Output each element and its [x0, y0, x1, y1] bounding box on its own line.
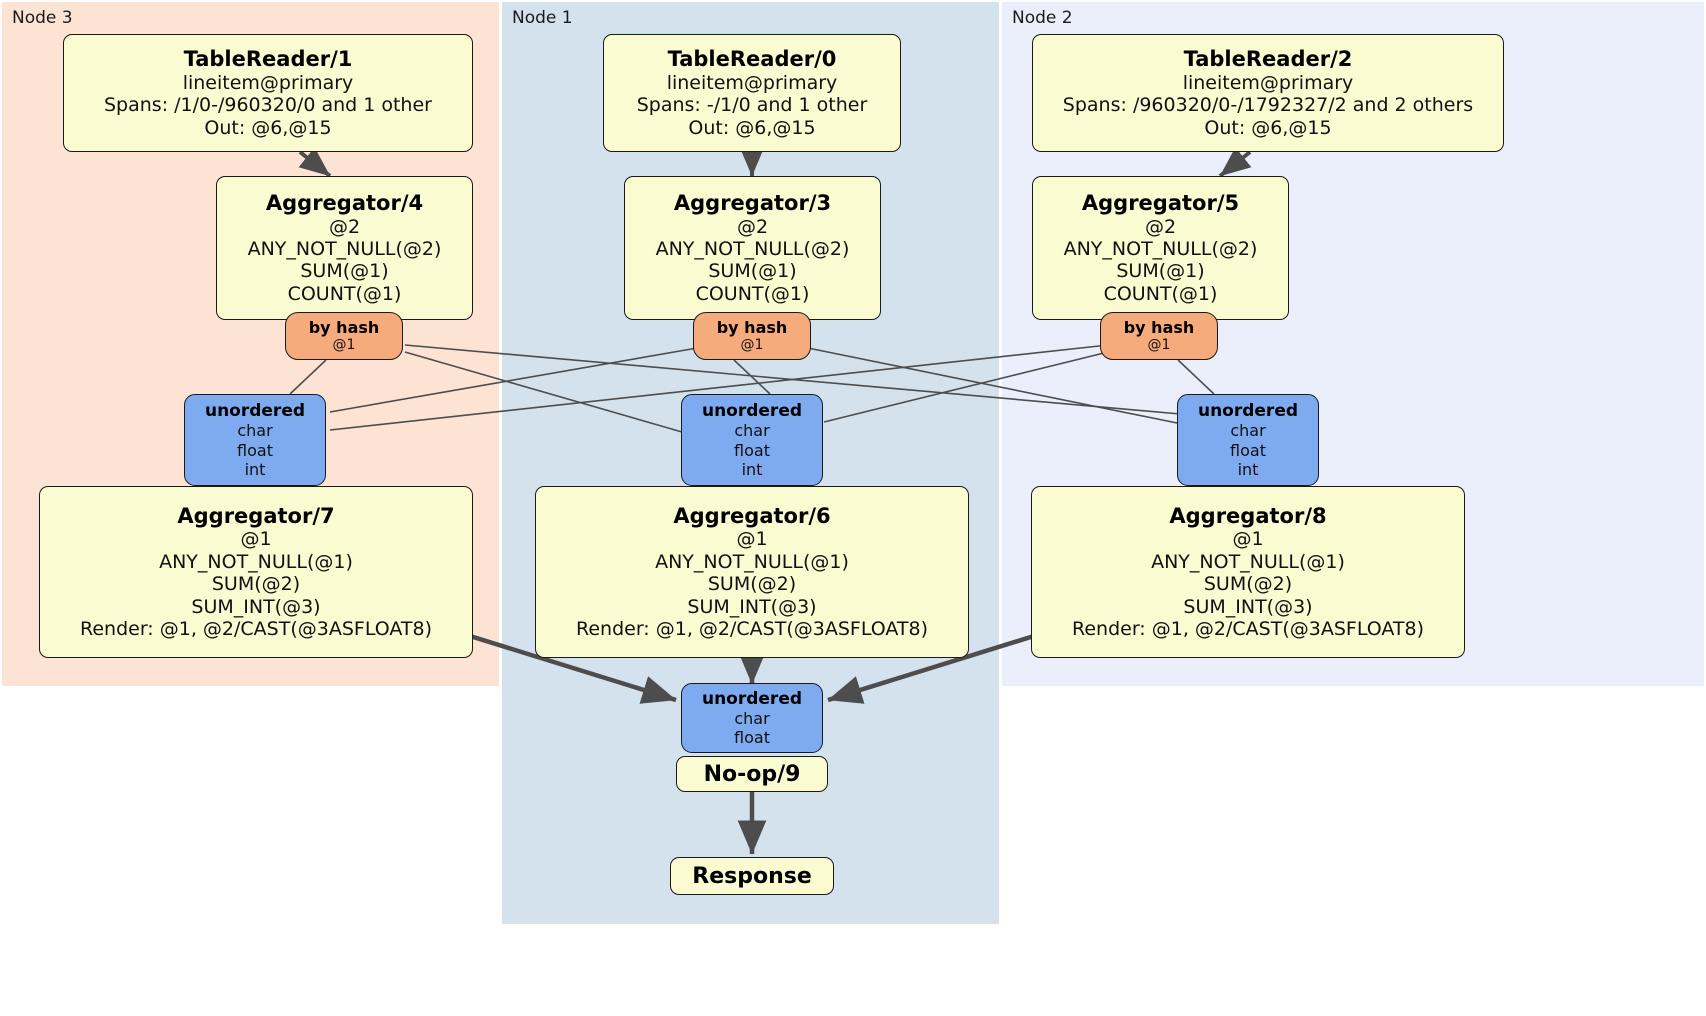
processor-detail: Render: @1, @2/CAST(@3ASFLOAT8) — [80, 617, 432, 640]
processor-detail: @1 — [736, 528, 768, 551]
router-by-hash-node3[interactable]: by hash @1 — [285, 312, 403, 360]
processor-detail: COUNT(@1) — [287, 282, 402, 305]
processor-detail: Out: @6,@15 — [204, 116, 332, 139]
processor-detail: Spans: /1/0-/960320/0 and 1 other — [104, 94, 432, 117]
processor-detail: @2 — [736, 215, 769, 238]
node-panel-label-node3: Node 3 — [12, 8, 73, 28]
processor-detail: SUM(@2) — [1203, 573, 1293, 596]
processor-detail: ANY_NOT_NULL(@1) — [655, 550, 849, 573]
processor-title: Aggregator/7 — [177, 503, 335, 528]
router-detail: @1 — [1147, 337, 1171, 354]
processor-detail: ANY_NOT_NULL(@1) — [1151, 550, 1345, 573]
processor-detail: @2 — [328, 215, 361, 238]
processor-detail: Spans: -/1/0 and 1 other — [636, 94, 868, 117]
processor-aggregator-4[interactable]: Aggregator/4 @2 ANY_NOT_NULL(@2) SUM(@1)… — [216, 176, 473, 320]
processor-detail: @2 — [1144, 215, 1177, 238]
processor-detail: SUM(@1) — [708, 260, 797, 283]
stream-unordered-node2[interactable]: unordered char float int — [1177, 394, 1319, 486]
stream-type: char — [237, 421, 273, 441]
stream-type: int — [244, 459, 266, 479]
processor-detail: SUM_INT(@3) — [1183, 595, 1313, 618]
stream-type: char — [734, 421, 770, 441]
processor-detail: SUM(@2) — [211, 573, 301, 596]
node-panel-label-node1: Node 1 — [512, 8, 573, 28]
stream-type: float — [1230, 440, 1266, 460]
stream-type: float — [734, 728, 770, 748]
stream-unordered-node1[interactable]: unordered char float int — [681, 394, 823, 486]
processor-tablereader-0[interactable]: TableReader/0 lineitem@primary Spans: -/… — [603, 34, 901, 152]
processor-detail: SUM_INT(@3) — [687, 595, 817, 618]
processor-detail: ANY_NOT_NULL(@2) — [655, 237, 850, 260]
processor-title: Aggregator/4 — [265, 190, 424, 215]
processor-detail: Render: @1, @2/CAST(@3ASFLOAT8) — [576, 617, 928, 640]
processor-aggregator-6[interactable]: Aggregator/6 @1 ANY_NOT_NULL(@1) SUM(@2)… — [535, 486, 969, 658]
processor-detail: ANY_NOT_NULL(@2) — [1063, 237, 1258, 260]
stream-type: int — [1237, 459, 1259, 479]
stream-type: float — [237, 440, 273, 460]
processor-aggregator-7[interactable]: Aggregator/7 @1 ANY_NOT_NULL(@1) SUM(@2)… — [39, 486, 473, 658]
processor-detail: Out: @6,@15 — [1204, 116, 1332, 139]
processor-title: Aggregator/3 — [673, 190, 832, 215]
stream-title: unordered — [701, 688, 803, 709]
processor-aggregator-3[interactable]: Aggregator/3 @2 ANY_NOT_NULL(@2) SUM(@1)… — [624, 176, 881, 320]
processor-detail: @1 — [1232, 528, 1264, 551]
router-detail: @1 — [332, 337, 356, 354]
processor-detail: @1 — [240, 528, 272, 551]
processor-title: Response — [692, 863, 812, 889]
processor-noop-9[interactable]: No-op/9 — [676, 756, 828, 792]
processor-detail: Out: @6,@15 — [688, 116, 816, 139]
processor-title: TableReader/1 — [183, 47, 353, 71]
router-title: by hash — [716, 317, 788, 337]
processor-tablereader-1[interactable]: TableReader/1 lineitem@primary Spans: /1… — [63, 34, 473, 152]
processor-aggregator-8[interactable]: Aggregator/8 @1 ANY_NOT_NULL(@1) SUM(@2)… — [1031, 486, 1465, 658]
processor-tablereader-2[interactable]: TableReader/2 lineitem@primary Spans: /9… — [1032, 34, 1504, 152]
stream-type: char — [734, 709, 770, 728]
processor-detail: COUNT(@1) — [1103, 282, 1218, 305]
processor-detail: ANY_NOT_NULL(@1) — [159, 550, 353, 573]
router-detail: @1 — [740, 337, 764, 354]
processor-detail: SUM(@1) — [1116, 260, 1205, 283]
processor-title: TableReader/0 — [667, 47, 837, 71]
stream-unordered-node3[interactable]: unordered char float int — [184, 394, 326, 486]
stream-type: char — [1230, 421, 1266, 441]
processor-detail: SUM(@1) — [300, 260, 389, 283]
processor-title: Aggregator/8 — [1169, 503, 1327, 528]
processor-response[interactable]: Response — [670, 857, 834, 895]
router-title: by hash — [308, 317, 380, 337]
router-title: by hash — [1123, 317, 1195, 337]
processor-detail: SUM_INT(@3) — [191, 595, 321, 618]
processor-detail: lineitem@primary — [666, 71, 838, 94]
node-panel-label-node2: Node 2 — [1012, 8, 1073, 28]
processor-detail: ANY_NOT_NULL(@2) — [247, 237, 442, 260]
processor-detail: COUNT(@1) — [695, 282, 810, 305]
stream-title: unordered — [701, 401, 803, 422]
processor-aggregator-5[interactable]: Aggregator/5 @2 ANY_NOT_NULL(@2) SUM(@1)… — [1032, 176, 1289, 320]
stream-unordered-final[interactable]: unordered char float — [681, 683, 823, 753]
processor-title: Aggregator/6 — [673, 503, 831, 528]
processor-detail: SUM(@2) — [707, 573, 797, 596]
processor-detail: lineitem@primary — [1182, 71, 1354, 94]
processor-title: No-op/9 — [703, 761, 801, 787]
processor-detail: Render: @1, @2/CAST(@3ASFLOAT8) — [1072, 617, 1424, 640]
stream-type: float — [734, 440, 770, 460]
processor-title: Aggregator/5 — [1081, 190, 1240, 215]
router-by-hash-node2[interactable]: by hash @1 — [1100, 312, 1218, 360]
processor-detail: Spans: /960320/0-/1792327/2 and 2 others — [1062, 94, 1474, 117]
stream-type: int — [741, 459, 763, 479]
processor-title: TableReader/2 — [1183, 47, 1353, 71]
stream-title: unordered — [204, 401, 306, 422]
router-by-hash-node1[interactable]: by hash @1 — [693, 312, 811, 360]
stream-title: unordered — [1197, 401, 1299, 422]
processor-detail: lineitem@primary — [182, 71, 354, 94]
